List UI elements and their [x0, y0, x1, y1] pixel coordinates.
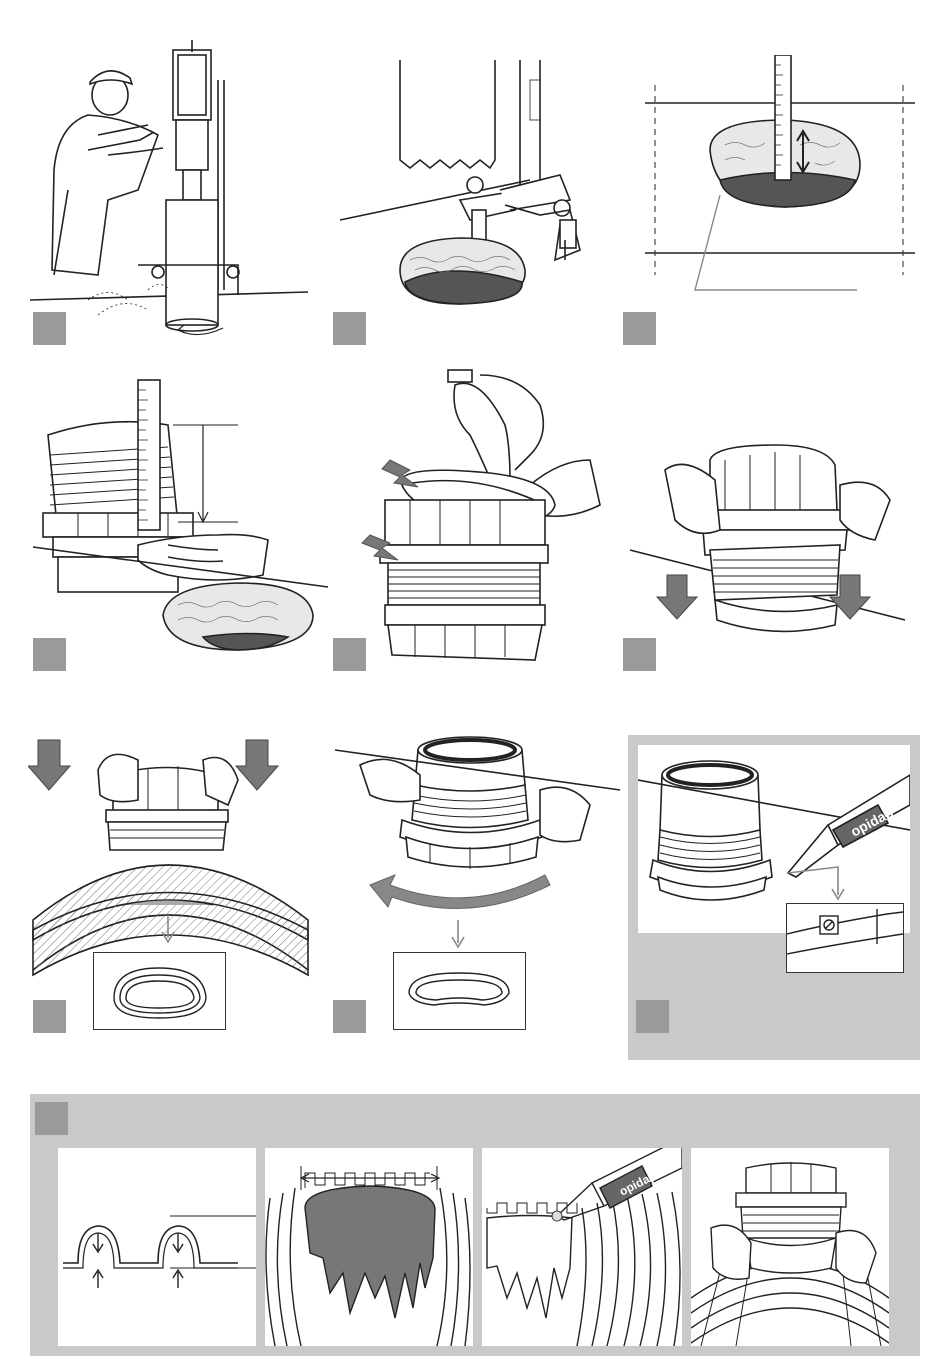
worker-core-drilling-icon — [28, 40, 318, 345]
step-3-illustration — [625, 55, 925, 345]
measure-wall-thickness-icon — [625, 55, 925, 345]
step-1-badge — [33, 312, 66, 345]
drill-core-hole-icon — [330, 60, 620, 345]
rotate-adapter-icon — [330, 725, 625, 955]
step-9-detail — [786, 903, 904, 973]
step-10-badge — [35, 1102, 68, 1135]
step-9-badge — [636, 1000, 669, 1033]
seal-cutout-edge-icon: opidap — [482, 1148, 682, 1346]
step-5-illustration — [330, 365, 620, 675]
measure-adapter-icon — [28, 375, 328, 675]
step-2-badge — [333, 312, 366, 345]
step-8-illustration — [330, 725, 625, 955]
corrugation-profile-icon — [58, 1148, 256, 1346]
seal-ring-icon — [94, 953, 225, 1029]
step-4-badge — [33, 638, 66, 671]
step-1-illustration — [28, 40, 318, 345]
step-8-badge — [333, 1000, 366, 1033]
adapter-on-corrugated-pipe-icon — [691, 1148, 889, 1346]
step-5-badge — [333, 638, 366, 671]
step-10b-illustration — [265, 1148, 473, 1346]
step-6-illustration — [625, 420, 925, 675]
step-10d-illustration — [691, 1148, 889, 1346]
step-7-detail — [93, 952, 226, 1030]
step-10a-illustration — [58, 1148, 256, 1346]
press-seal-icon — [625, 420, 925, 675]
deformed-seal-icon — [394, 953, 525, 1029]
step-8-detail — [393, 952, 526, 1030]
apply-lubricant-icon — [330, 365, 620, 675]
pipe-cutout-icon — [265, 1148, 473, 1346]
step-4-illustration — [28, 375, 328, 675]
step-7-badge — [33, 1000, 66, 1033]
step-6-badge — [623, 638, 656, 671]
step-2-illustration — [330, 60, 620, 345]
step-10c-illustration: opidap — [482, 1148, 682, 1346]
step-3-badge — [623, 312, 656, 345]
sealant-joint-icon — [787, 904, 903, 972]
